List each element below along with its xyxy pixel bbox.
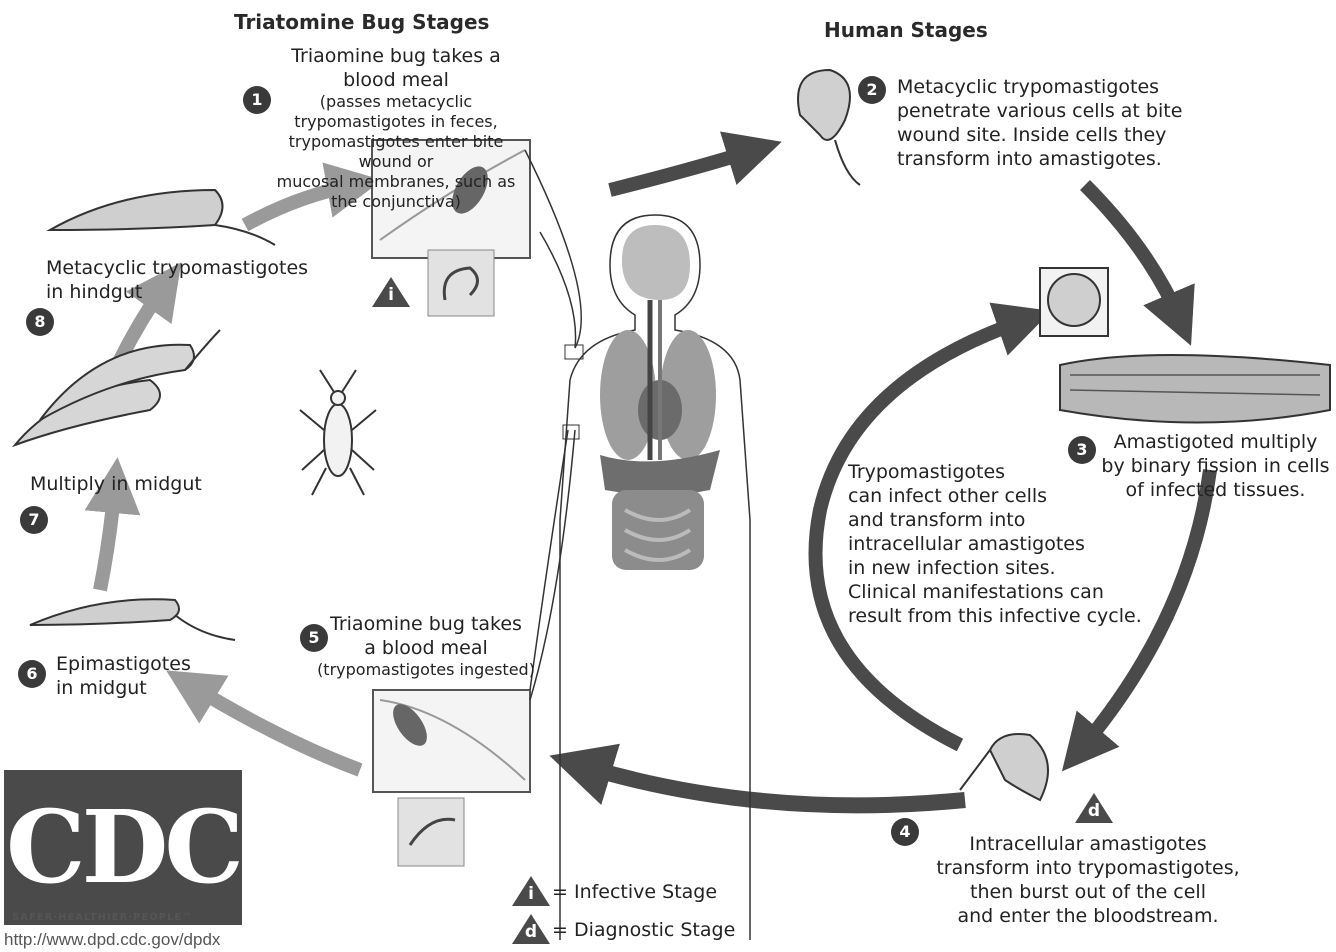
stage3-line: Amastigoted multiply [1098,430,1333,454]
stage8-line: in hindgut [46,280,346,304]
stage5-line: a blood meal [300,636,552,660]
stage1-title: Triaomine bug takes a blood meal [266,44,526,92]
stage6-label: Epimastigotes in midgut [56,652,256,700]
parasite-stage2 [798,70,860,185]
legend-diagnostic-icon: d [512,914,550,944]
arrow-1-to-2 [610,150,755,190]
center-line: intracellular amastigotes [848,532,1148,556]
parasite-stage8 [50,190,275,245]
bug-stages-heading: Triatomine Bug Stages [234,10,489,34]
legend-diagnostic-label: = Diagnostic Stage [552,918,735,942]
lungs-and-organs [600,300,720,570]
human-stages-heading: Human Stages [824,18,988,42]
cdc-slogan: SAFER·HEALTHIER·PEOPLE™ [12,912,193,923]
stage6-number: 6 [18,660,46,688]
parasite-stage7 [15,330,220,445]
stage2-label: Metacyclic trypomastigotes penetrate var… [897,75,1227,171]
stage1-parasite-box [428,250,494,316]
center-line: in new infection sites. [848,556,1148,580]
stage5-label: Triaomine bug takes a blood meal (trypom… [300,612,552,680]
stage2-line: Metacyclic trypomastigotes [897,75,1227,99]
legend-infective-label: = Infective Stage [552,880,717,904]
arrow-6-to-7 [100,485,115,590]
cdc-logo: CDC [4,770,242,925]
stage8-label: Metacyclic trypomastigotes in hindgut [46,256,346,304]
center-line: Trypomastigotes [848,460,1148,484]
stage4-label: Intracellular amastigotes transform into… [918,832,1258,928]
stage2-line: wound site. Inside cells they [897,123,1227,147]
human-figure [560,215,750,940]
arrow-4-to-5 [580,765,965,805]
stage4-line: then burst out of the cell [918,880,1258,904]
stage2-line: transform into amastigotes. [897,147,1227,171]
stage8-number: 8 [26,308,54,336]
stage5-parasite-box [398,798,464,866]
stage7-number: 7 [20,506,48,534]
parasite-stage4 [960,734,1048,800]
legend-infective-icon: i [512,876,550,906]
stage5-line: Triaomine bug takes [300,612,552,636]
stage2-number: 2 [858,76,886,104]
center-line: result from this infective cycle. [848,604,1148,628]
stage8-line: Metacyclic trypomastigotes [46,256,346,280]
stage1-line: (passes metacyclic trypomastigotes in fe… [266,92,526,132]
stage4-number: 4 [891,818,919,846]
cell-stage3 [1040,268,1330,423]
stage4-line: Intracellular amastigotes [918,832,1258,856]
infective-stage-marker: i [372,277,410,307]
stage6-line: Epimastigotes [56,652,256,676]
stage6-line: in midgut [56,676,256,700]
infective-cycle-text: Trypomastigotes can infect other cells a… [848,460,1148,628]
center-line: Clinical manifestations can [848,580,1148,604]
stage4-line: and enter the bloodstream. [918,904,1258,928]
cdc-url[interactable]: http://www.dpd.cdc.gov/dpdx [4,930,220,950]
stage1-label: Triaomine bug takes a blood meal (passes… [266,44,526,212]
stage4-line: transform into trypomastigotes, [918,856,1258,880]
triatomine-bug [300,370,376,495]
parasite-stage6 [30,599,235,640]
diagnostic-stage-marker: d [1075,793,1113,823]
center-line: and transform into [848,508,1148,532]
cdc-logo-text: CDC [4,770,242,925]
stage2-line: penetrate various cells at bite [897,99,1227,123]
stage1-line: mucosal membranes, such as the conjuncti… [266,172,526,212]
stage5-sub: (trypomastigotes ingested) [300,660,552,680]
center-line: can infect other cells [848,484,1148,508]
stage1-line: trypomastigotes enter bite wound or [266,132,526,172]
stage7-label: Multiply in midgut [30,472,290,496]
